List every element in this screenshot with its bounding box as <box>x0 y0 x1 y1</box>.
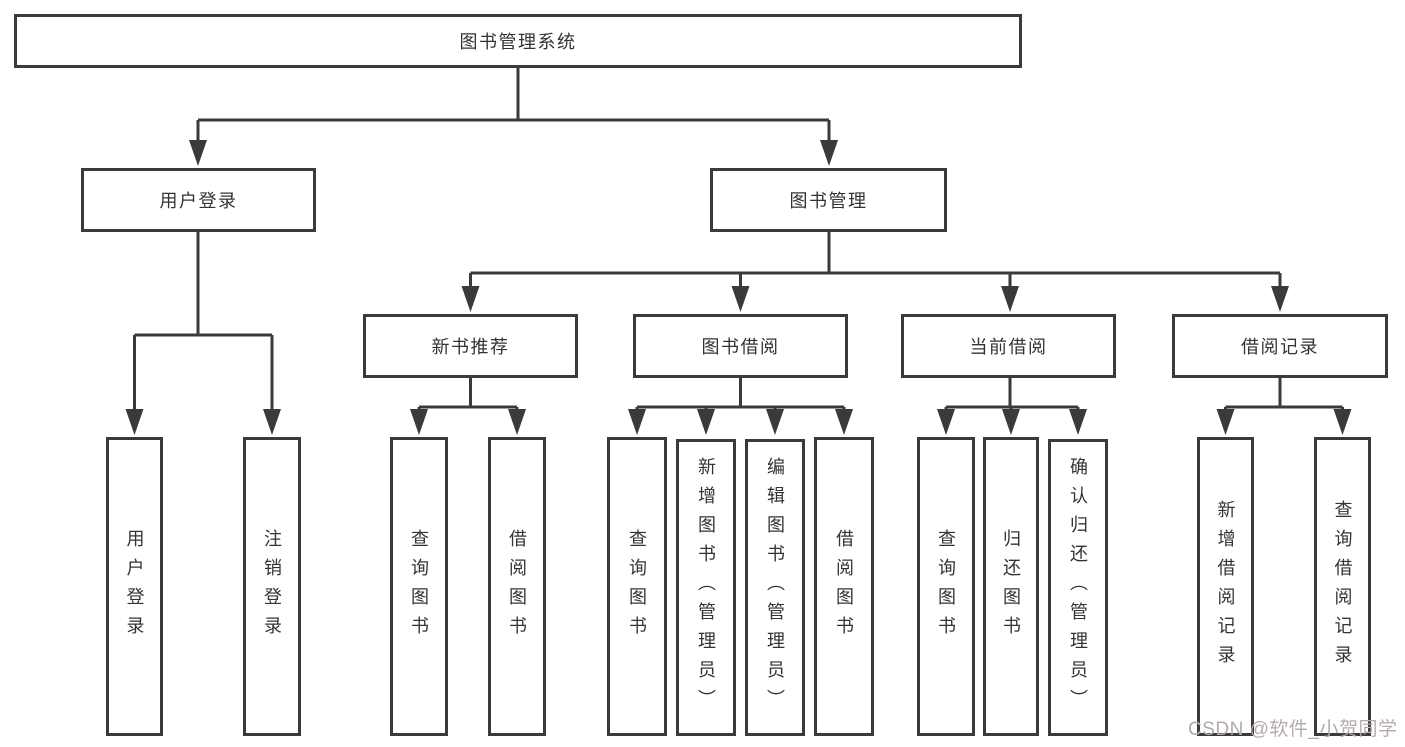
node-label: 查询图书 <box>936 528 956 645</box>
arrowhead <box>1002 409 1020 435</box>
arrowhead <box>1271 286 1289 312</box>
arrowhead <box>189 140 207 166</box>
leaf-borrow-query-book: 查询图书 <box>607 437 667 736</box>
node-label: 图书管理系统 <box>459 32 577 52</box>
leaf-recommend-borrow-book: 借阅图书 <box>488 437 546 736</box>
node-label: 注销登录 <box>262 528 282 645</box>
node-borrow-record: 借阅记录 <box>1172 314 1388 378</box>
arrowhead <box>697 409 715 435</box>
arrowhead <box>820 140 838 166</box>
arrowhead <box>508 409 526 435</box>
leaf-borrow-borrow-book: 借阅图书 <box>814 437 874 736</box>
node-label: 图书管理 <box>789 191 868 211</box>
node-new-book-recommend: 新书推荐 <box>363 314 578 378</box>
arrowhead <box>731 286 750 312</box>
arrowhead <box>1333 409 1352 435</box>
arrowhead <box>410 409 428 435</box>
node-label: 查询图书 <box>627 528 647 645</box>
node-library-system: 图书管理系统 <box>14 14 1022 68</box>
node-book-management: 图书管理 <box>710 168 947 232</box>
node-label: 用户登录 <box>124 528 145 645</box>
arrowhead <box>628 409 646 435</box>
leaf-borrow-add-book-admin: 新增图书（管理员） <box>676 439 736 736</box>
node-label: 借阅记录 <box>1241 337 1319 357</box>
node-label: 新增借阅记录 <box>1215 499 1236 674</box>
node-label: 归还图书 <box>1001 528 1021 645</box>
node-label: 借阅图书 <box>834 528 854 645</box>
arrowhead <box>461 286 480 312</box>
arrowhead <box>835 409 853 435</box>
arrowhead <box>263 409 281 435</box>
leaf-logout-login: 注销登录 <box>243 437 301 736</box>
leaf-record-query-record: 查询借阅记录 <box>1314 437 1371 736</box>
arrowhead <box>1001 286 1019 312</box>
node-label: 查询图书 <box>409 528 429 645</box>
node-current-borrow: 当前借阅 <box>901 314 1116 378</box>
arrowhead <box>766 409 784 435</box>
node-label: 新书推荐 <box>431 337 510 357</box>
leaf-record-add-record: 新增借阅记录 <box>1197 437 1254 736</box>
arrowhead <box>1216 409 1235 435</box>
leaf-borrow-edit-book-admin: 编辑图书（管理员） <box>745 439 805 736</box>
node-label: 图书借阅 <box>701 337 780 357</box>
node-label: 借阅图书 <box>507 528 527 645</box>
leaf-current-confirm-return-admin: 确认归还（管理员） <box>1048 439 1108 736</box>
node-label: 查询借阅记录 <box>1332 499 1353 674</box>
csdn-watermark: CSDN @软件_小贺同学 <box>1188 719 1398 740</box>
arrowhead <box>125 409 144 435</box>
arrowhead <box>1069 409 1087 435</box>
node-label: 编辑图书（管理员） <box>765 457 785 718</box>
leaf-recommend-query-book: 查询图书 <box>390 437 448 736</box>
arrowhead <box>937 409 955 435</box>
leaf-current-query-book: 查询图书 <box>917 437 975 736</box>
node-label: 确认归还（管理员） <box>1068 457 1088 718</box>
node-label: 当前借阅 <box>969 337 1048 357</box>
node-label: 用户登录 <box>159 191 238 211</box>
leaf-user-login: 用户登录 <box>106 437 163 736</box>
node-label: 新增图书（管理员） <box>696 457 716 718</box>
leaf-current-return-book: 归还图书 <box>983 437 1039 736</box>
node-book-borrow: 图书借阅 <box>633 314 848 378</box>
node-user-login: 用户登录 <box>81 168 316 232</box>
